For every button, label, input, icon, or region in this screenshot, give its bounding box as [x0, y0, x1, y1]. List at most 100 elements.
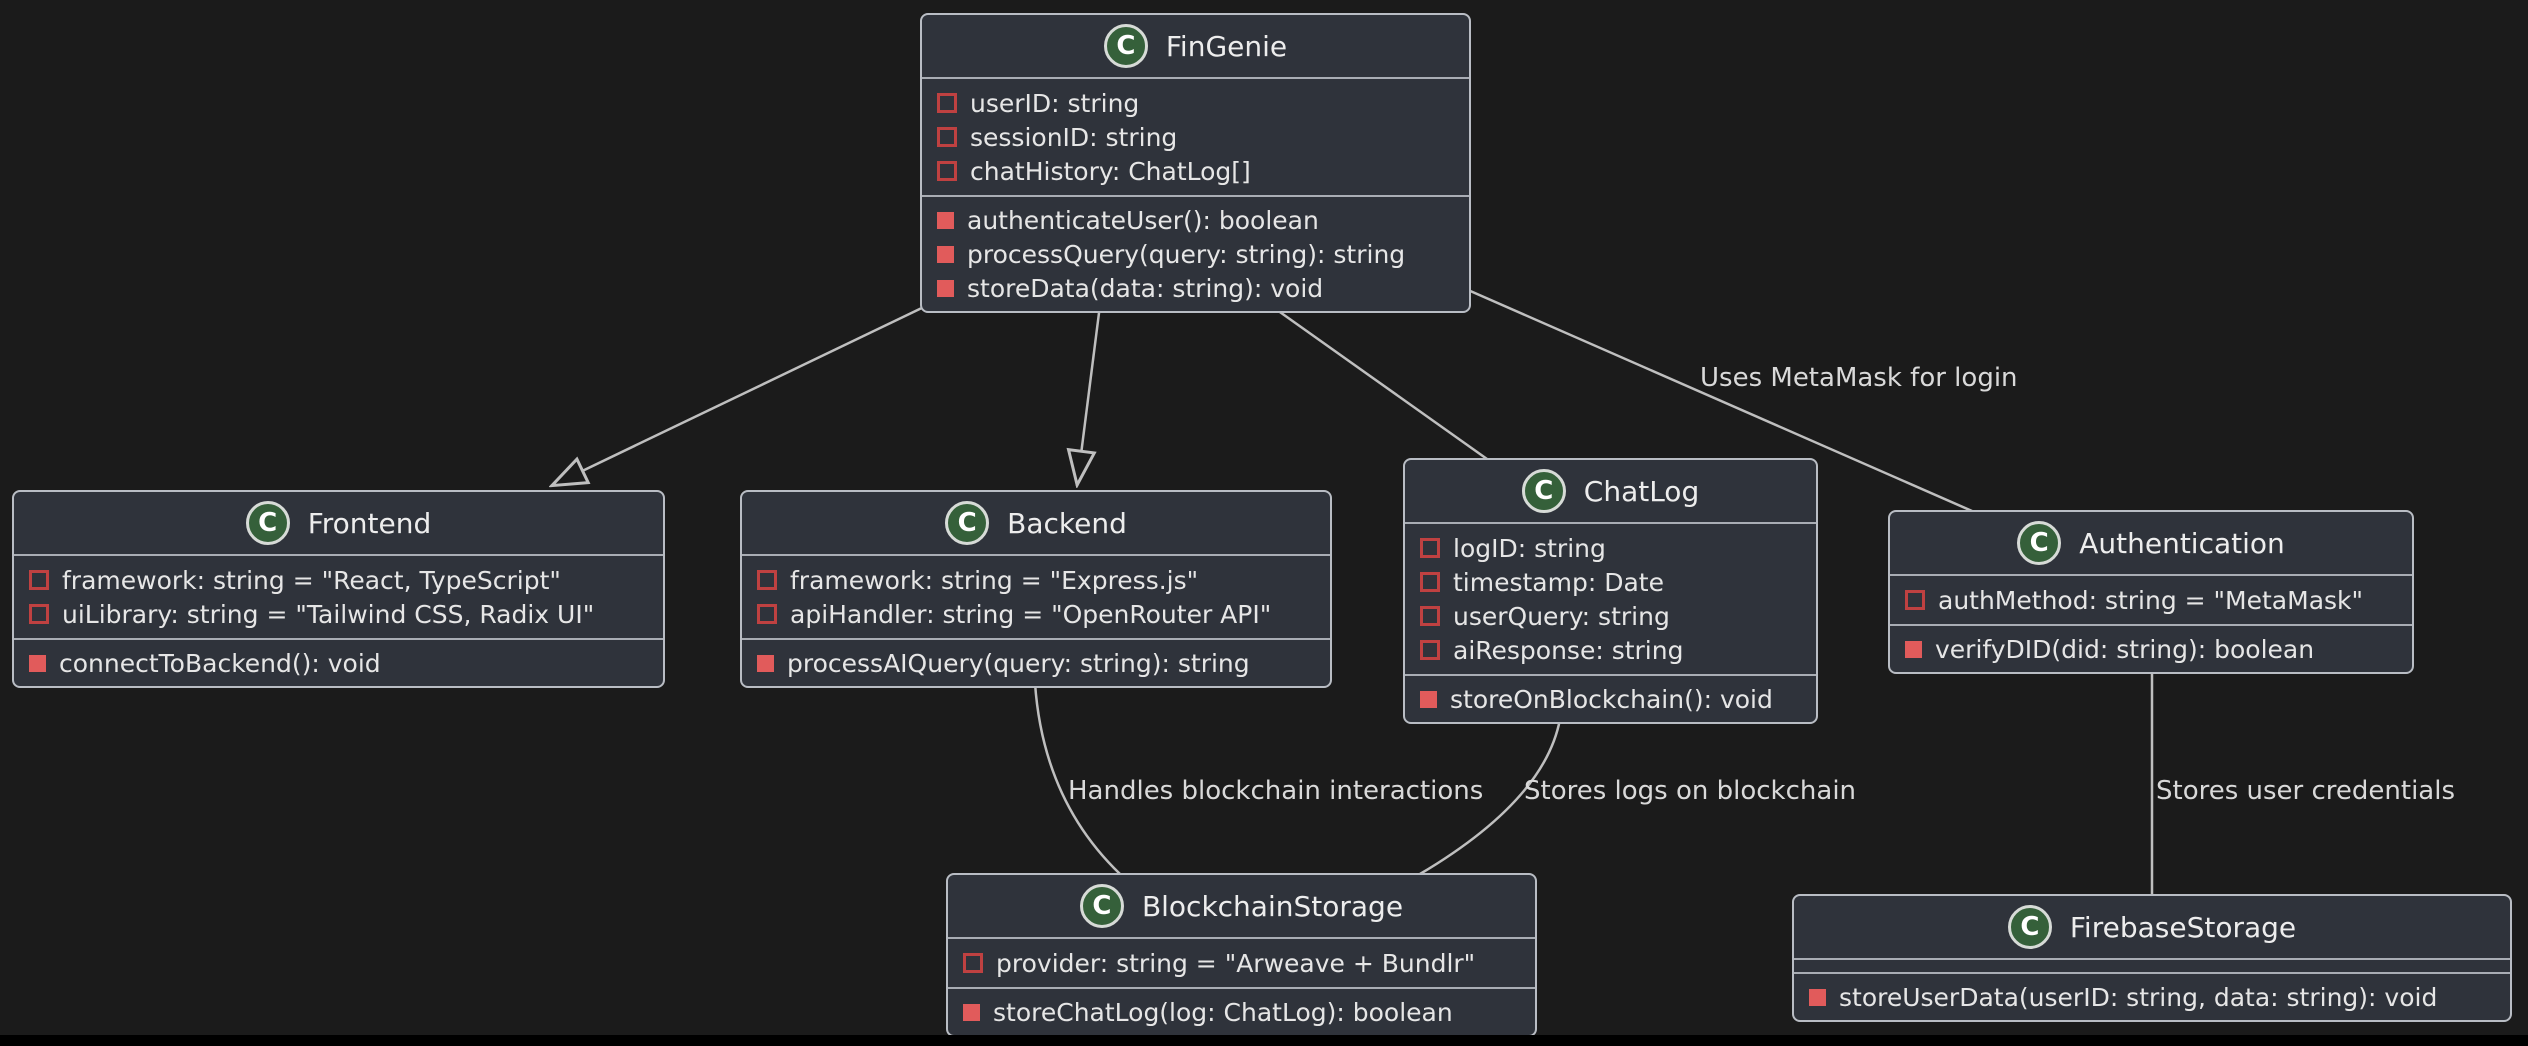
class-name: Authentication [2079, 526, 2285, 560]
methods-section: storeUserData(userID: string, data: stri… [1794, 974, 2510, 1020]
method-marker-icon [1905, 640, 1922, 658]
class-authentication-box: C Authentication authMethod: string = "M… [1888, 510, 2414, 674]
method-text: storeUserData(userID: string, data: stri… [1839, 982, 2438, 1012]
attribute-row: aiResponse: string [1405, 633, 1816, 667]
class-name: Backend [1007, 506, 1127, 540]
method-marker-icon [937, 245, 954, 263]
field-marker-icon [1420, 640, 1440, 660]
method-marker-icon [963, 1003, 980, 1021]
attribute-row: timestamp: Date [1405, 565, 1816, 599]
method-text: connectToBackend(): void [59, 648, 381, 678]
bottom-letterbox [0, 1035, 2528, 1046]
attribute-text: provider: string = "Arweave + Bundlr" [996, 948, 1476, 978]
field-marker-icon [963, 953, 983, 973]
attribute-text: userQuery: string [1453, 601, 1670, 631]
method-text: storeOnBlockchain(): void [1450, 684, 1773, 714]
field-marker-icon [937, 161, 957, 181]
class-name: FinGenie [1165, 29, 1288, 63]
attribute-row: apiHandler: string = "OpenRouter API" [742, 597, 1330, 631]
edge-chatlog-blockchainstorage [1419, 718, 1562, 876]
class-icon: C [945, 501, 990, 545]
attribute-row: authMethod: string = "MetaMask" [1890, 583, 2412, 617]
attribute-row: provider: string = "Arweave + Bundlr" [948, 946, 1535, 980]
class-header: C Authentication [1890, 512, 2412, 576]
attribute-text: aiResponse: string [1453, 635, 1684, 665]
field-marker-icon [1905, 590, 1925, 610]
class-fingenie-box: C FinGenie userID: string sessionID: str… [920, 13, 1471, 313]
edge-backend-blockchainstorage [1033, 682, 1121, 875]
class-chatlog-box: C ChatLog logID: string timestamp: Date … [1403, 458, 1818, 724]
attributes-section: logID: string timestamp: Date userQuery:… [1405, 524, 1816, 676]
methods-section: connectToBackend(): void [14, 640, 663, 686]
attribute-text: chatHistory: ChatLog[] [970, 156, 1251, 186]
field-marker-icon [29, 570, 49, 590]
methods-section: storeChatLog(log: ChatLog): boolean [948, 989, 1535, 1035]
attribute-row: framework: string = "Express.js" [742, 563, 1330, 597]
attribute-row: framework: string = "React, TypeScript" [14, 563, 663, 597]
attributes-section: framework: string = "React, TypeScript" … [14, 556, 663, 640]
class-icon: C [2017, 521, 2062, 565]
method-row: storeUserData(userID: string, data: stri… [1794, 980, 2510, 1014]
class-header: C FinGenie [922, 15, 1469, 79]
class-name: FirebaseStorage [2069, 910, 2297, 944]
attribute-row: uiLibrary: string = "Tailwind CSS, Radix… [14, 597, 663, 631]
class-header: C Backend [742, 492, 1330, 556]
method-row: processAIQuery(query: string): string [742, 646, 1330, 680]
methods-section: storeOnBlockchain(): void [1405, 676, 1816, 722]
class-header: C FirebaseStorage [1794, 896, 2510, 960]
attribute-text: framework: string = "Express.js" [790, 565, 1199, 595]
attribute-text: sessionID: string [970, 122, 1178, 152]
method-row: connectToBackend(): void [14, 646, 663, 680]
edge-fingenie-authentication [1467, 288, 1973, 513]
method-text: storeData(data: string): void [967, 273, 1324, 303]
class-name: ChatLog [1583, 474, 1700, 508]
class-header: C ChatLog [1405, 460, 1816, 524]
edge-label-stores-logs: Stores logs on blockchain [1524, 776, 1857, 806]
class-icon: C [1103, 24, 1148, 68]
field-marker-icon [29, 604, 49, 624]
edge-label-stores-credentials: Stores user credentials [2156, 776, 2456, 806]
method-row: processQuery(query: string): string [922, 237, 1469, 271]
attribute-row: userQuery: string [1405, 599, 1816, 633]
class-icon: C [2007, 905, 2052, 949]
method-text: authenticateUser(): boolean [967, 205, 1319, 235]
class-name: Frontend [307, 506, 432, 540]
method-row: storeOnBlockchain(): void [1405, 682, 1816, 716]
attribute-text: authMethod: string = "MetaMask" [1938, 585, 2364, 615]
method-row: verifyDID(did: string): boolean [1890, 632, 2412, 666]
field-marker-icon [937, 93, 957, 113]
attribute-row: logID: string [1405, 531, 1816, 565]
attribute-text: apiHandler: string = "OpenRouter API" [790, 599, 1272, 629]
class-icon: C [1521, 469, 1566, 513]
edge-label-metamask-login: Uses MetaMask for login [1700, 363, 2018, 393]
method-marker-icon [29, 654, 46, 672]
field-marker-icon [757, 570, 777, 590]
edge-fingenie-backend [1077, 304, 1102, 486]
class-header: C Frontend [14, 492, 663, 556]
method-text: processQuery(query: string): string [967, 239, 1406, 269]
method-text: processAIQuery(query: string): string [787, 648, 1250, 678]
class-icon: C [245, 501, 290, 545]
method-marker-icon [1420, 690, 1437, 708]
methods-section: processAIQuery(query: string): string [742, 640, 1330, 686]
attributes-section: framework: string = "Express.js" apiHand… [742, 556, 1330, 640]
method-marker-icon [937, 279, 954, 297]
attribute-text: timestamp: Date [1453, 567, 1664, 597]
methods-section: authenticateUser(): boolean processQuery… [922, 197, 1469, 311]
attributes-section: authMethod: string = "MetaMask" [1890, 576, 2412, 626]
attribute-text: userID: string [970, 88, 1140, 118]
attribute-row: sessionID: string [922, 120, 1469, 154]
class-firebasestorage-box: C FirebaseStorage storeUserData(userID: … [1792, 894, 2512, 1022]
field-marker-icon [1420, 606, 1440, 626]
class-icon: C [1079, 884, 1124, 928]
method-row: storeData(data: string): void [922, 271, 1469, 305]
method-marker-icon [1809, 988, 1826, 1006]
class-blockchainstorage-box: C BlockchainStorage provider: string = "… [946, 873, 1537, 1037]
attribute-text: uiLibrary: string = "Tailwind CSS, Radix… [62, 599, 595, 629]
edge-fingenie-frontend [551, 303, 929, 486]
field-marker-icon [1420, 538, 1440, 558]
method-text: verifyDID(did: string): boolean [1935, 634, 2315, 664]
class-name: BlockchainStorage [1141, 889, 1404, 923]
